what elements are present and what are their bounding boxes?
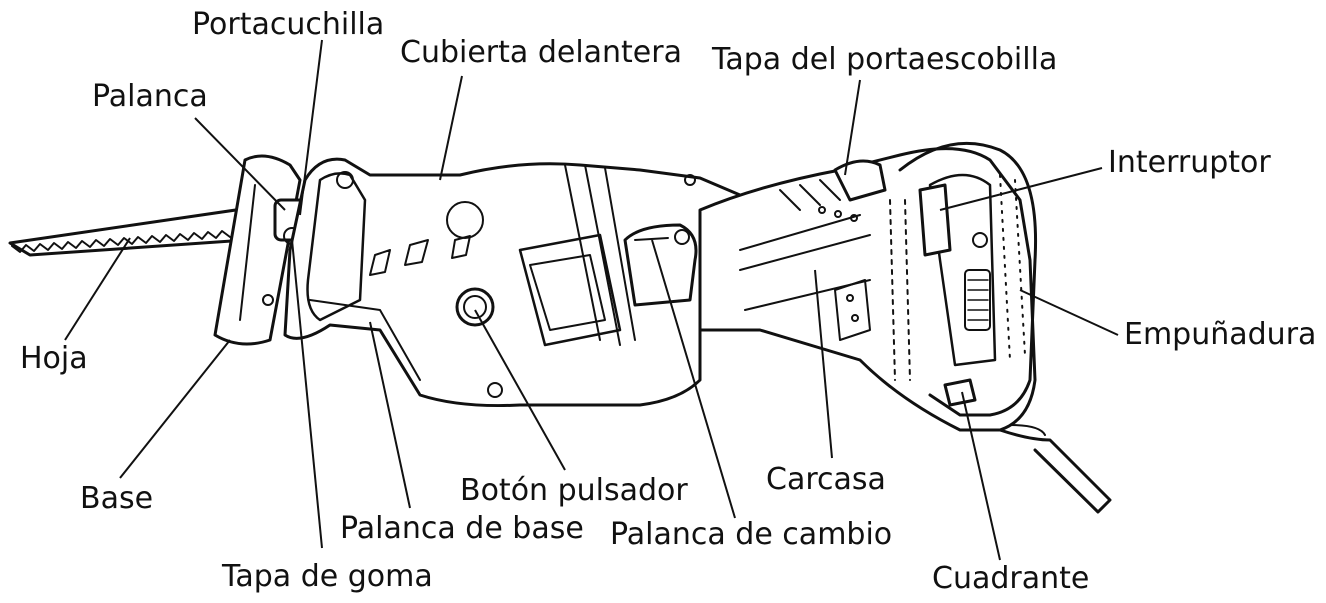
leader-empunadura <box>1019 289 1119 336</box>
leader-base <box>119 339 231 479</box>
label-interruptor: Interruptor <box>1108 145 1271 180</box>
label-base: Base <box>80 481 154 516</box>
leader-interruptor <box>939 167 1103 211</box>
leader-cuadrante <box>961 391 1001 561</box>
label-empunadura: Empuñadura <box>1124 317 1317 352</box>
leader-tapa-portaescobilla <box>844 79 861 176</box>
label-palanca-de-cambio: Palanca de cambio <box>610 517 893 552</box>
front-cover <box>283 157 762 408</box>
motor-housing <box>698 147 1037 432</box>
label-boton-pulsador: Botón pulsador <box>460 473 688 508</box>
leader-boton-pulsador <box>474 309 566 471</box>
label-palanca-de-base: Palanca de base <box>340 511 584 546</box>
leader-palanca-de-cambio <box>651 239 736 519</box>
leader-carcasa <box>814 269 833 459</box>
switch-trigger <box>918 183 952 257</box>
leader-portacuchilla <box>299 39 323 216</box>
leader-lines <box>64 39 1119 561</box>
label-carcasa: Carcasa <box>766 462 886 497</box>
label-portacuchilla: Portacuchilla <box>192 7 385 42</box>
label-palanca: Palanca <box>92 79 208 114</box>
label-hoja: Hoja <box>20 341 88 376</box>
label-tapa-de-goma: Tapa de goma <box>222 559 433 594</box>
leader-hoja <box>64 237 131 341</box>
label-cubierta-delantera: Cubierta delantera <box>400 35 682 70</box>
brush-holder-cap <box>833 159 887 202</box>
label-cuadrante: Cuadrante <box>932 561 1090 596</box>
power-cord <box>998 428 1112 514</box>
leader-palanca <box>194 117 286 211</box>
leader-palanca-de-base <box>369 321 411 509</box>
push-button <box>455 287 495 327</box>
label-tapa-portaescobilla: Tapa del portaescobilla <box>712 42 1058 77</box>
leader-tapa-de-goma <box>291 239 323 549</box>
leader-cubierta-delantera <box>439 75 463 181</box>
speed-dial <box>943 378 977 407</box>
